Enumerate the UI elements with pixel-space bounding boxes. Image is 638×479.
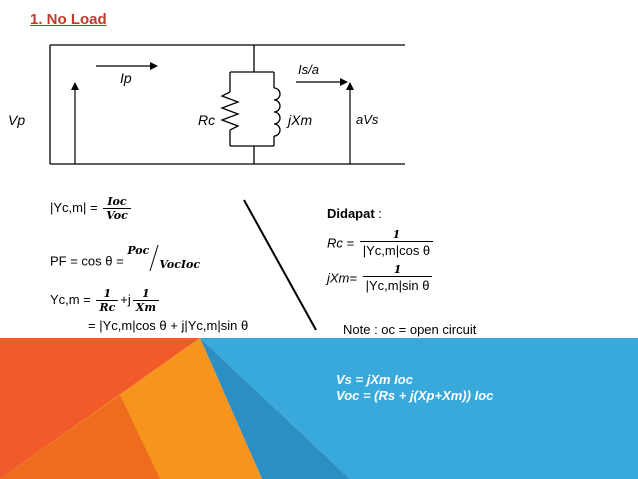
eq-yc-mag-den: Voc xyxy=(103,208,131,222)
didapat-colon: : xyxy=(378,206,382,221)
didapat-jxm: jXm= 1 |Yc,m|sin θ xyxy=(327,263,434,293)
orange-band-dark xyxy=(0,395,160,479)
eq-ycm-frac2-den: Xm xyxy=(132,300,159,314)
eq-pf-slash xyxy=(149,244,159,272)
eq-ycm-expand: = |Yc,m|cos θ + j|Yc,m|sin θ xyxy=(88,318,249,333)
page-title: 1. No Load xyxy=(30,11,107,28)
eq-power-factor: PF = cos θ = Poc VocIoc xyxy=(50,244,201,274)
didapat-rc-fraction: 1 |Yc,m|cos θ xyxy=(359,228,434,258)
is-label: Is/a xyxy=(298,62,319,77)
didapat-jxm-den: |Yc,m|sin θ xyxy=(362,276,433,293)
ip-label: Ip xyxy=(120,70,132,86)
didapat-rc-den: |Yc,m|cos θ xyxy=(359,241,434,258)
eq-pf-den: VocIoc xyxy=(159,258,201,271)
didapat-jxm-lhs: jXm= xyxy=(327,270,357,286)
eq-ycm-lhs: Yc,m = xyxy=(50,291,91,307)
vp-label: Vp xyxy=(8,112,26,128)
jxm-label: jXm xyxy=(288,112,313,128)
eq-ycm-frac2: 1 Xm xyxy=(132,287,159,314)
bottom-eq-voc: Voc = (Rs + j(Xp+Xm)) Ioc xyxy=(336,388,494,403)
eq-ycm-frac1: 1 Rc xyxy=(96,287,119,314)
avs-label: aVs xyxy=(356,112,379,127)
eq-ycm-frac1-den: Rc xyxy=(96,300,119,314)
didapat-rc-num: 1 xyxy=(392,228,401,241)
eq-ycm-frac2-num: 1 xyxy=(142,287,150,300)
blue-panel-shade xyxy=(200,338,350,479)
eq-yc-mag-num: Ioc xyxy=(107,195,127,208)
inductor-jxm xyxy=(273,87,281,137)
eq-pf-lhs: PF = cos θ = xyxy=(50,253,124,269)
eq-ycm-frac1-num: 1 xyxy=(103,287,112,300)
eq-yc-mag-lhs: |Yc,m| = xyxy=(50,199,98,215)
bottom-equations: Vs = jXm Ioc Voc = (Rs + j(Xp+Xm)) Ioc xyxy=(336,372,493,404)
didapat-rc: Rc = 1 |Yc,m|cos θ xyxy=(327,228,435,258)
rc-label: Rc xyxy=(198,112,216,128)
didapat-heading-row: Didapat : xyxy=(327,206,382,221)
eq-pf-slash-fraction: Poc VocIoc xyxy=(127,244,201,274)
eq-yc-magnitude: |Yc,m| = Ioc Voc xyxy=(50,195,133,222)
didapat-rc-lhs: Rc = xyxy=(327,235,355,251)
eq-pf-num: Poc xyxy=(127,244,150,257)
eq-ycm-plus-j: +j xyxy=(120,291,131,307)
didapat-jxm-fraction: 1 |Yc,m|sin θ xyxy=(362,263,433,293)
eq-yc-mag-fraction: Ioc Voc xyxy=(103,195,131,222)
bottom-eq-vs: Vs = jXm Ioc xyxy=(336,372,413,387)
note-text: Note : oc = open circuit xyxy=(343,322,477,337)
eq-ycm: Yc,m = 1 Rc +j 1 Xm xyxy=(50,287,161,314)
diagonal-line xyxy=(243,199,317,331)
resistor-rc xyxy=(220,91,240,131)
didapat-heading: Didapat xyxy=(327,206,375,221)
didapat-jxm-num: 1 xyxy=(393,263,402,276)
blue-panel xyxy=(200,338,638,479)
